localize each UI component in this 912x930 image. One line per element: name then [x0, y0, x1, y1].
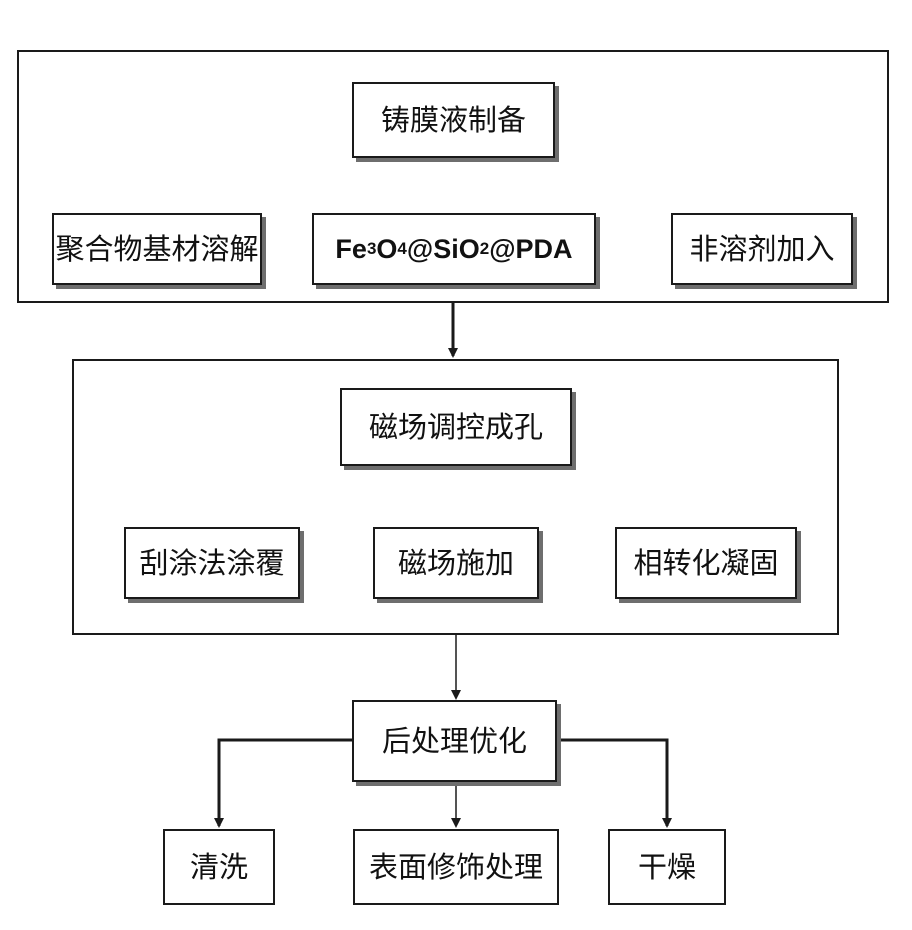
- stage3-child-drying: 干燥: [608, 829, 726, 905]
- arrow-stage3-right: [557, 740, 667, 826]
- stage1-child-polymer-dissolve: 聚合物基材溶解: [52, 213, 262, 285]
- stage1-child-formula: Fe3O4@SiO2@PDA: [312, 213, 596, 285]
- formula-text: Fe: [335, 236, 367, 263]
- formula-text: @PDA: [489, 236, 572, 263]
- formula-text: O: [459, 236, 480, 263]
- formula-text: O: [376, 236, 397, 263]
- arrow-stage3-left: [219, 740, 352, 826]
- stage3-title-box: 后处理优化: [352, 700, 557, 782]
- stage1-child-nonsolvent-add: 非溶剂加入: [671, 213, 853, 285]
- stage2-child-magnetic-field: 磁场施加: [373, 527, 539, 599]
- stage1-title-box: 铸膜液制备: [352, 82, 555, 158]
- stage2-title-box: 磁场调控成孔: [340, 388, 572, 466]
- formula-text: @Si: [407, 236, 459, 263]
- stage2-child-blade-coating: 刮涂法涂覆: [124, 527, 300, 599]
- stage3-child-washing: 清洗: [163, 829, 275, 905]
- stage2-child-phase-inversion: 相转化凝固: [615, 527, 797, 599]
- stage3-child-surface-modification: 表面修饰处理: [353, 829, 559, 905]
